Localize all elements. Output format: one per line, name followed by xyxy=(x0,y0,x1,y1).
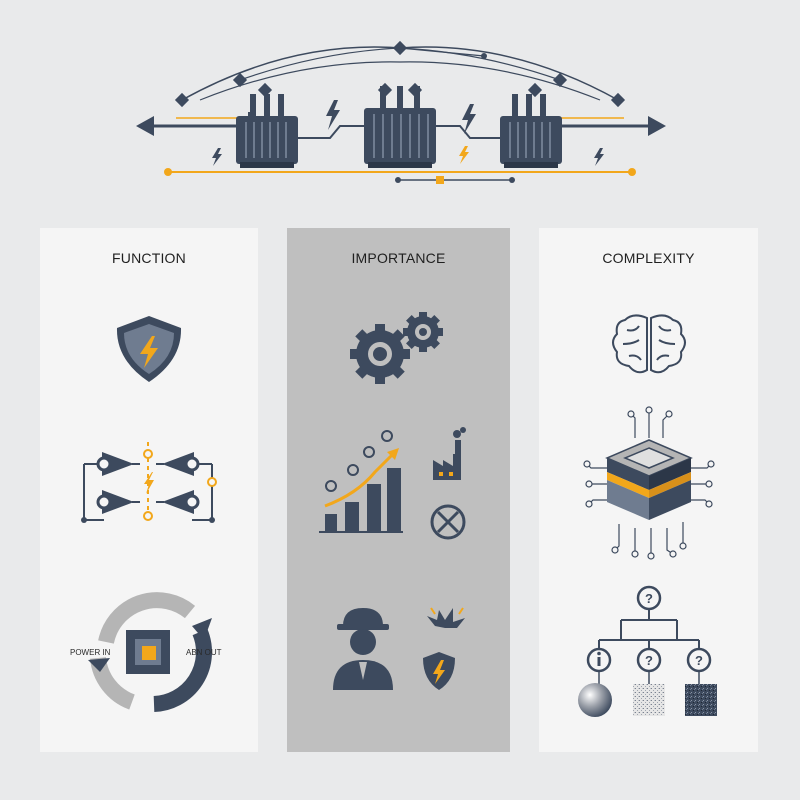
factory-icon xyxy=(433,427,466,480)
complexity-panel: COMPLEXITY xyxy=(539,228,758,752)
power-in-label: POWER IN xyxy=(70,648,111,657)
chip-stack-icon xyxy=(583,406,715,560)
shield-icon xyxy=(116,316,182,382)
shield-icon-small xyxy=(423,652,455,690)
relay-switch-icon xyxy=(81,442,217,523)
transformer-grid-diagram xyxy=(136,40,666,184)
importance-panel: IMPORTANCE xyxy=(287,228,510,752)
growth-chart-icon xyxy=(319,430,403,533)
transformer-icon-left xyxy=(236,94,298,168)
grid-arrow-right xyxy=(560,116,666,136)
svg-text:?: ? xyxy=(695,653,703,668)
importance-title: IMPORTANCE xyxy=(351,250,446,266)
transformer-icon-center xyxy=(364,86,436,168)
svg-text:?: ? xyxy=(645,591,653,606)
info-icon xyxy=(586,647,612,673)
transformer-icon-right xyxy=(500,94,562,168)
complexity-title: COMPLEXITY xyxy=(602,250,695,266)
cycle-arrow-icon xyxy=(88,592,212,712)
function-title: FUNCTION xyxy=(112,250,186,266)
brain-icon xyxy=(612,314,686,374)
grid-arrow-left xyxy=(136,116,240,136)
material-samples-icon xyxy=(578,683,717,717)
x-circle-icon xyxy=(430,504,466,540)
spark-icon xyxy=(427,607,465,628)
lightning-icon xyxy=(212,100,604,166)
svg-text:?: ? xyxy=(645,653,653,668)
function-panel: FUNCTION xyxy=(40,228,258,752)
power-out-label: ABN OUT xyxy=(186,648,222,657)
gears-icon xyxy=(350,312,443,384)
question-tree-icon: ? ? ? xyxy=(586,585,712,684)
worker-icon xyxy=(333,608,393,690)
